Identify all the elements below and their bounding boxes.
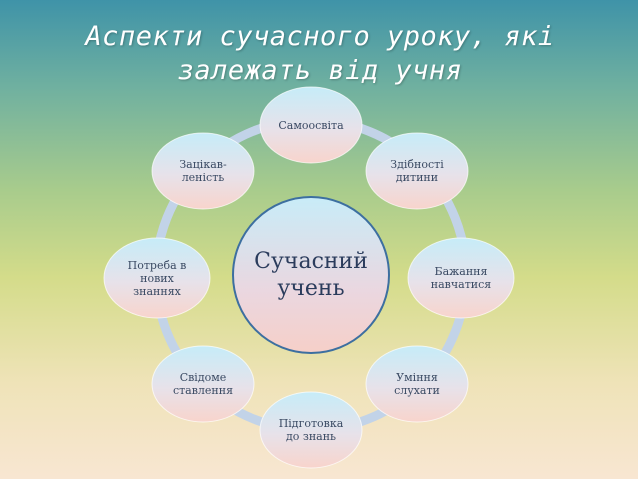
node-bazhannia-circle	[407, 237, 515, 319]
node-pidhotovka-label: Підготовка до знань	[278, 417, 344, 443]
node-samoosvita-circle	[259, 86, 363, 164]
center-label: Сучасний учень	[254, 249, 368, 301]
node-zatsikavlenist-label: Зацікав- леність	[179, 158, 227, 184]
center-circle	[232, 196, 390, 354]
node-potreba-label: Потреба в нових знаннях	[127, 258, 187, 298]
node-zdibnosti-label: Здібності дитини	[390, 158, 444, 184]
node-bazhannia-label: Бажання навчатися	[430, 265, 492, 291]
node-pidhotovka-circle	[259, 391, 363, 469]
node-zdibnosti-circle	[365, 132, 469, 210]
node-potreba-circle	[103, 237, 211, 319]
node-svidome-label: Свідоме ставлення	[172, 371, 234, 397]
node-svidome-circle	[151, 345, 255, 423]
node-zatsikavlenist-circle	[151, 132, 255, 210]
slide-title: Аспекти сучасного уроку, які залежать ві…	[85, 21, 555, 86]
node-uminnia-label: Уміння слухати	[394, 371, 440, 397]
node-samoosvita-label: Самоосвіта	[278, 118, 344, 132]
node-uminnia-circle	[365, 345, 469, 423]
